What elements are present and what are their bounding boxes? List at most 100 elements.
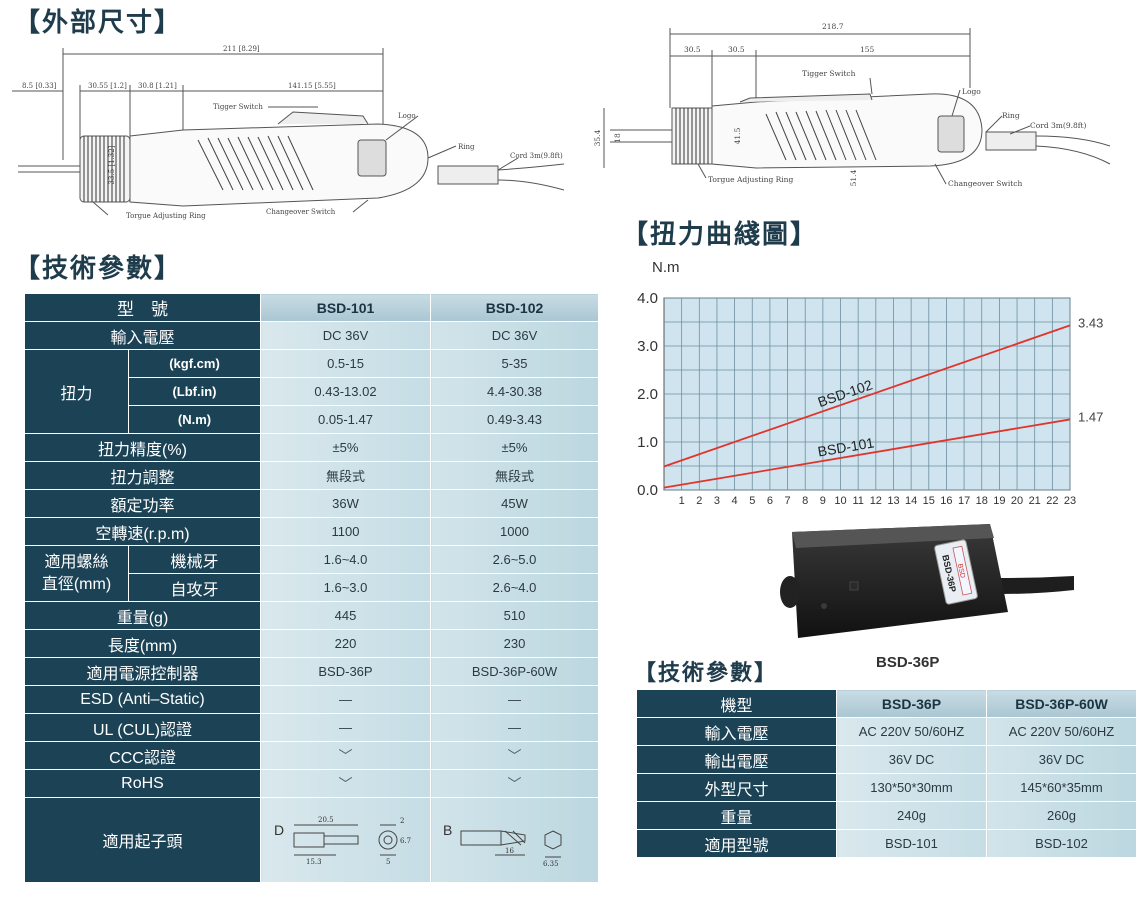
ctrl-value: BSD-102 [986, 829, 1137, 858]
dimension-drawing-left: 211 [8.29] 8.5 [0.33] 30.55 [1.2] 30.8 [… [12, 45, 565, 220]
dim-b-right: 30.5 [728, 45, 745, 54]
ctrl-value: 145*60*35mm [986, 773, 1137, 802]
spec-unit: (kgf.cm) [128, 349, 261, 378]
spec-row-weight: 重量(g) 445 510 [24, 601, 599, 630]
label-trigger-left: Tigger Switch [213, 103, 263, 111]
ctrl-label: 輸入電壓 [636, 717, 837, 746]
spec-value: 220 [260, 629, 431, 658]
controller-caption: BSD-36P [876, 654, 940, 671]
ctrl-value: BSD-101 [836, 829, 987, 858]
ctrl-value: AC 220V 50/60HZ [836, 717, 987, 746]
spec-label: 額定功率 [24, 489, 261, 518]
spec-value: DC 36V [260, 321, 431, 350]
chart-x-tick-label: 3 [714, 495, 720, 507]
spec-row-length: 長度(mm) 220 230 [24, 629, 599, 658]
chart-x-tick-label: 9 [820, 495, 826, 507]
bit-b-drawing: B 16 6.35 [443, 822, 561, 868]
chart-x-tick-label: 8 [802, 495, 808, 507]
spec-row-esd: ESD (Anti–Static) — — [24, 685, 599, 714]
ctrl-row-header: 機型 BSD-36P BSD-36P-60W [636, 689, 1137, 718]
bit-b-len: 16 [505, 847, 514, 855]
spec-value: 2.6~5.0 [430, 545, 599, 574]
chart-x-tick-label: 19 [993, 495, 1005, 507]
chart-x-tick-label: 13 [887, 495, 899, 507]
label-torque-ring-right: Torgue Adjusting Ring [708, 175, 794, 184]
label-torque-ring-left: Torgue Adjusting Ring [126, 212, 206, 220]
ctrl-row: 輸入電壓 AC 220V 50/60HZ AC 220V 50/60HZ [636, 717, 1137, 746]
chart-end-value-label: 3.43 [1078, 315, 1103, 330]
ctrl-value: 130*50*30mm [836, 773, 987, 802]
dim-b-left: 30.55 [1.2] [88, 82, 127, 90]
chart-x-tick-label: 12 [870, 495, 882, 507]
check-mark-icon: ﹀ [260, 769, 431, 798]
dim-a-right: 30.5 [684, 45, 701, 54]
spec-value: — [430, 713, 599, 742]
spec-row-header: 型 號 BSD-101 BSD-102 [24, 293, 599, 322]
spec-row-input-voltage: 輸入電壓 DC 36V DC 36V [24, 321, 599, 350]
bit-d-w3: 6.7 [400, 837, 411, 845]
controller-spec-title: 【技術參數】 [634, 661, 779, 686]
spec-value: 2.6~4.0 [430, 573, 599, 602]
controller-photo: BSD BSD-36P [780, 524, 1074, 638]
spec-row-rohs: RoHS ﹀ ﹀ [24, 769, 599, 798]
spec-title: 【技術參數】 [14, 254, 183, 284]
label-ring-right: Ring [1002, 111, 1020, 120]
bit-d-shank: 15.3 [306, 858, 322, 866]
ctrl-row: 外型尺寸 130*50*30mm 145*60*35mm [636, 773, 1137, 802]
spec-screw-label: 適用螺絲 直徑(mm) [24, 545, 129, 602]
spec-row-accuracy: 扭力精度(%) ±5% ±5% [24, 433, 599, 462]
bit-d-w2: 5 [386, 858, 390, 866]
ctrl-header-c1: BSD-36P [836, 689, 987, 718]
chart-y-tick-label: 2.0 [637, 386, 658, 403]
ctrl-row: 重量 240g 260g [636, 801, 1137, 830]
spec-value: 1100 [260, 517, 431, 546]
spec-value: 510 [430, 601, 599, 630]
spec-value: 1000 [430, 517, 599, 546]
chart-x-tick-label: 15 [923, 495, 935, 507]
ctrl-row: 適用型號 BSD-101 BSD-102 [636, 829, 1137, 858]
chart-x-tick-label: 2 [696, 495, 702, 507]
spec-row-ccc: CCC認證 ﹀ ﹀ [24, 741, 599, 770]
label-trigger-right: Tigger Switch [802, 69, 856, 78]
bit-b-cell: B 16 6.35 [430, 797, 599, 883]
dim-total-right: 218.7 [822, 22, 844, 31]
label-logo-right: Logo [962, 87, 981, 96]
ctrl-value: 36V DC [836, 745, 987, 774]
spec-value: 445 [260, 601, 431, 630]
chart-x-tick-label: 11 [852, 495, 863, 507]
bit-b-hex: 6.35 [543, 860, 559, 868]
spec-row-adjust: 扭力調整 無段式 無段式 [24, 461, 599, 490]
spec-label: RoHS [24, 769, 261, 798]
spec-header-m1: BSD-101 [260, 293, 431, 322]
chart-y-tick-label: 1.0 [637, 434, 658, 451]
check-mark-icon: ﹀ [430, 741, 599, 770]
spec-label: 適用電源控制器 [24, 657, 261, 686]
spec-row-speed: 空轉速(r.p.m) 1100 1000 [24, 517, 599, 546]
chart-x-tick-label: 5 [749, 495, 755, 507]
chart-end-value-label: 1.47 [1078, 409, 1103, 424]
spec-value: 1.6~4.0 [260, 545, 431, 574]
chart-x-tick-label: 1 [679, 495, 685, 507]
spec-value: ±5% [260, 433, 431, 462]
spec-value: 230 [430, 629, 599, 658]
label-logo-left: Logo [398, 112, 416, 120]
dim-h3-right: 41.5 [733, 127, 742, 144]
dim-h2-right: 18 [613, 133, 622, 143]
ctrl-label: 重量 [636, 801, 837, 830]
spec-value: 0.5-15 [260, 349, 431, 378]
spec-label: 適用起子頭 [24, 797, 261, 883]
label-changeover-right: Changeover Switch [948, 179, 1022, 188]
spec-value: DC 36V [430, 321, 599, 350]
ctrl-value: 240g [836, 801, 987, 830]
spec-value: 1.6~3.0 [260, 573, 431, 602]
spec-label: 扭力調整 [24, 461, 261, 490]
ctrl-value: AC 220V 50/60HZ [986, 717, 1137, 746]
spec-row-screw-tapping: 自攻牙 1.6~3.0 2.6~4.0 [25, 573, 599, 602]
spec-row-screw-machine: 適用螺絲 直徑(mm) 機械牙 1.6~4.0 2.6~5.0 [24, 545, 599, 602]
ctrl-row: 輸出電壓 36V DC 36V DC [636, 745, 1137, 774]
spec-label: 輸入電壓 [24, 321, 261, 350]
ctrl-header-label: 機型 [636, 689, 837, 718]
ctrl-value: 260g [986, 801, 1137, 830]
dim-h4-right: 51.4 [849, 169, 858, 186]
